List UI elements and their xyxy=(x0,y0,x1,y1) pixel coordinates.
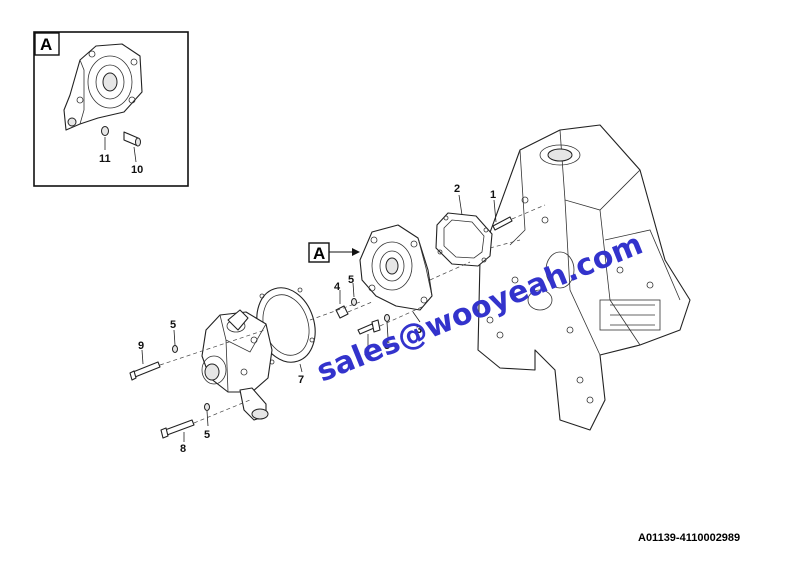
detail-cover-plate xyxy=(63,43,143,131)
callout-5-lower: 5 xyxy=(204,429,210,441)
bolt-9 xyxy=(129,361,161,381)
cover-plate-3 xyxy=(359,224,433,311)
callout-6: 5 xyxy=(364,347,370,359)
water-pump xyxy=(201,309,273,421)
bolt-6 xyxy=(357,319,381,335)
washer-5-lower xyxy=(204,403,210,411)
detail-label: A xyxy=(40,35,52,54)
view-marker-label: A xyxy=(313,244,325,263)
callout-2: 2 xyxy=(454,183,460,195)
callout-8: 8 xyxy=(180,443,186,455)
callout-5-left: 5 xyxy=(170,319,176,331)
callout-11: 11 xyxy=(99,153,111,165)
callout-4: 4 xyxy=(334,281,341,293)
drawing-number: A01139-4110002989 xyxy=(638,532,740,544)
detail-oring xyxy=(101,126,109,136)
detail-view-a: A 11 10 xyxy=(33,31,189,187)
callout-9: 9 xyxy=(138,340,144,352)
callout-1: 1 xyxy=(490,189,496,201)
detail-label-box xyxy=(34,32,60,56)
gasket-7 xyxy=(256,287,316,365)
detail-pin xyxy=(123,131,141,147)
bolt-8 xyxy=(160,419,195,439)
washer-5-left xyxy=(172,345,178,353)
assembly-lines xyxy=(159,204,546,424)
stud-1 xyxy=(492,216,513,231)
bolt-4 xyxy=(335,305,349,319)
gasket-2 xyxy=(435,212,493,267)
view-marker-a: A xyxy=(308,242,360,263)
callout-5-mid: 5 xyxy=(384,340,390,352)
washer-5-mid xyxy=(384,314,390,322)
callout-5-upper: 5 xyxy=(348,274,354,286)
callout-7: 7 xyxy=(298,374,304,386)
callout-3: 3 xyxy=(416,324,422,336)
callout-10: 10 xyxy=(131,164,143,176)
washer-5-upper xyxy=(351,298,357,306)
engine-block xyxy=(477,124,691,431)
